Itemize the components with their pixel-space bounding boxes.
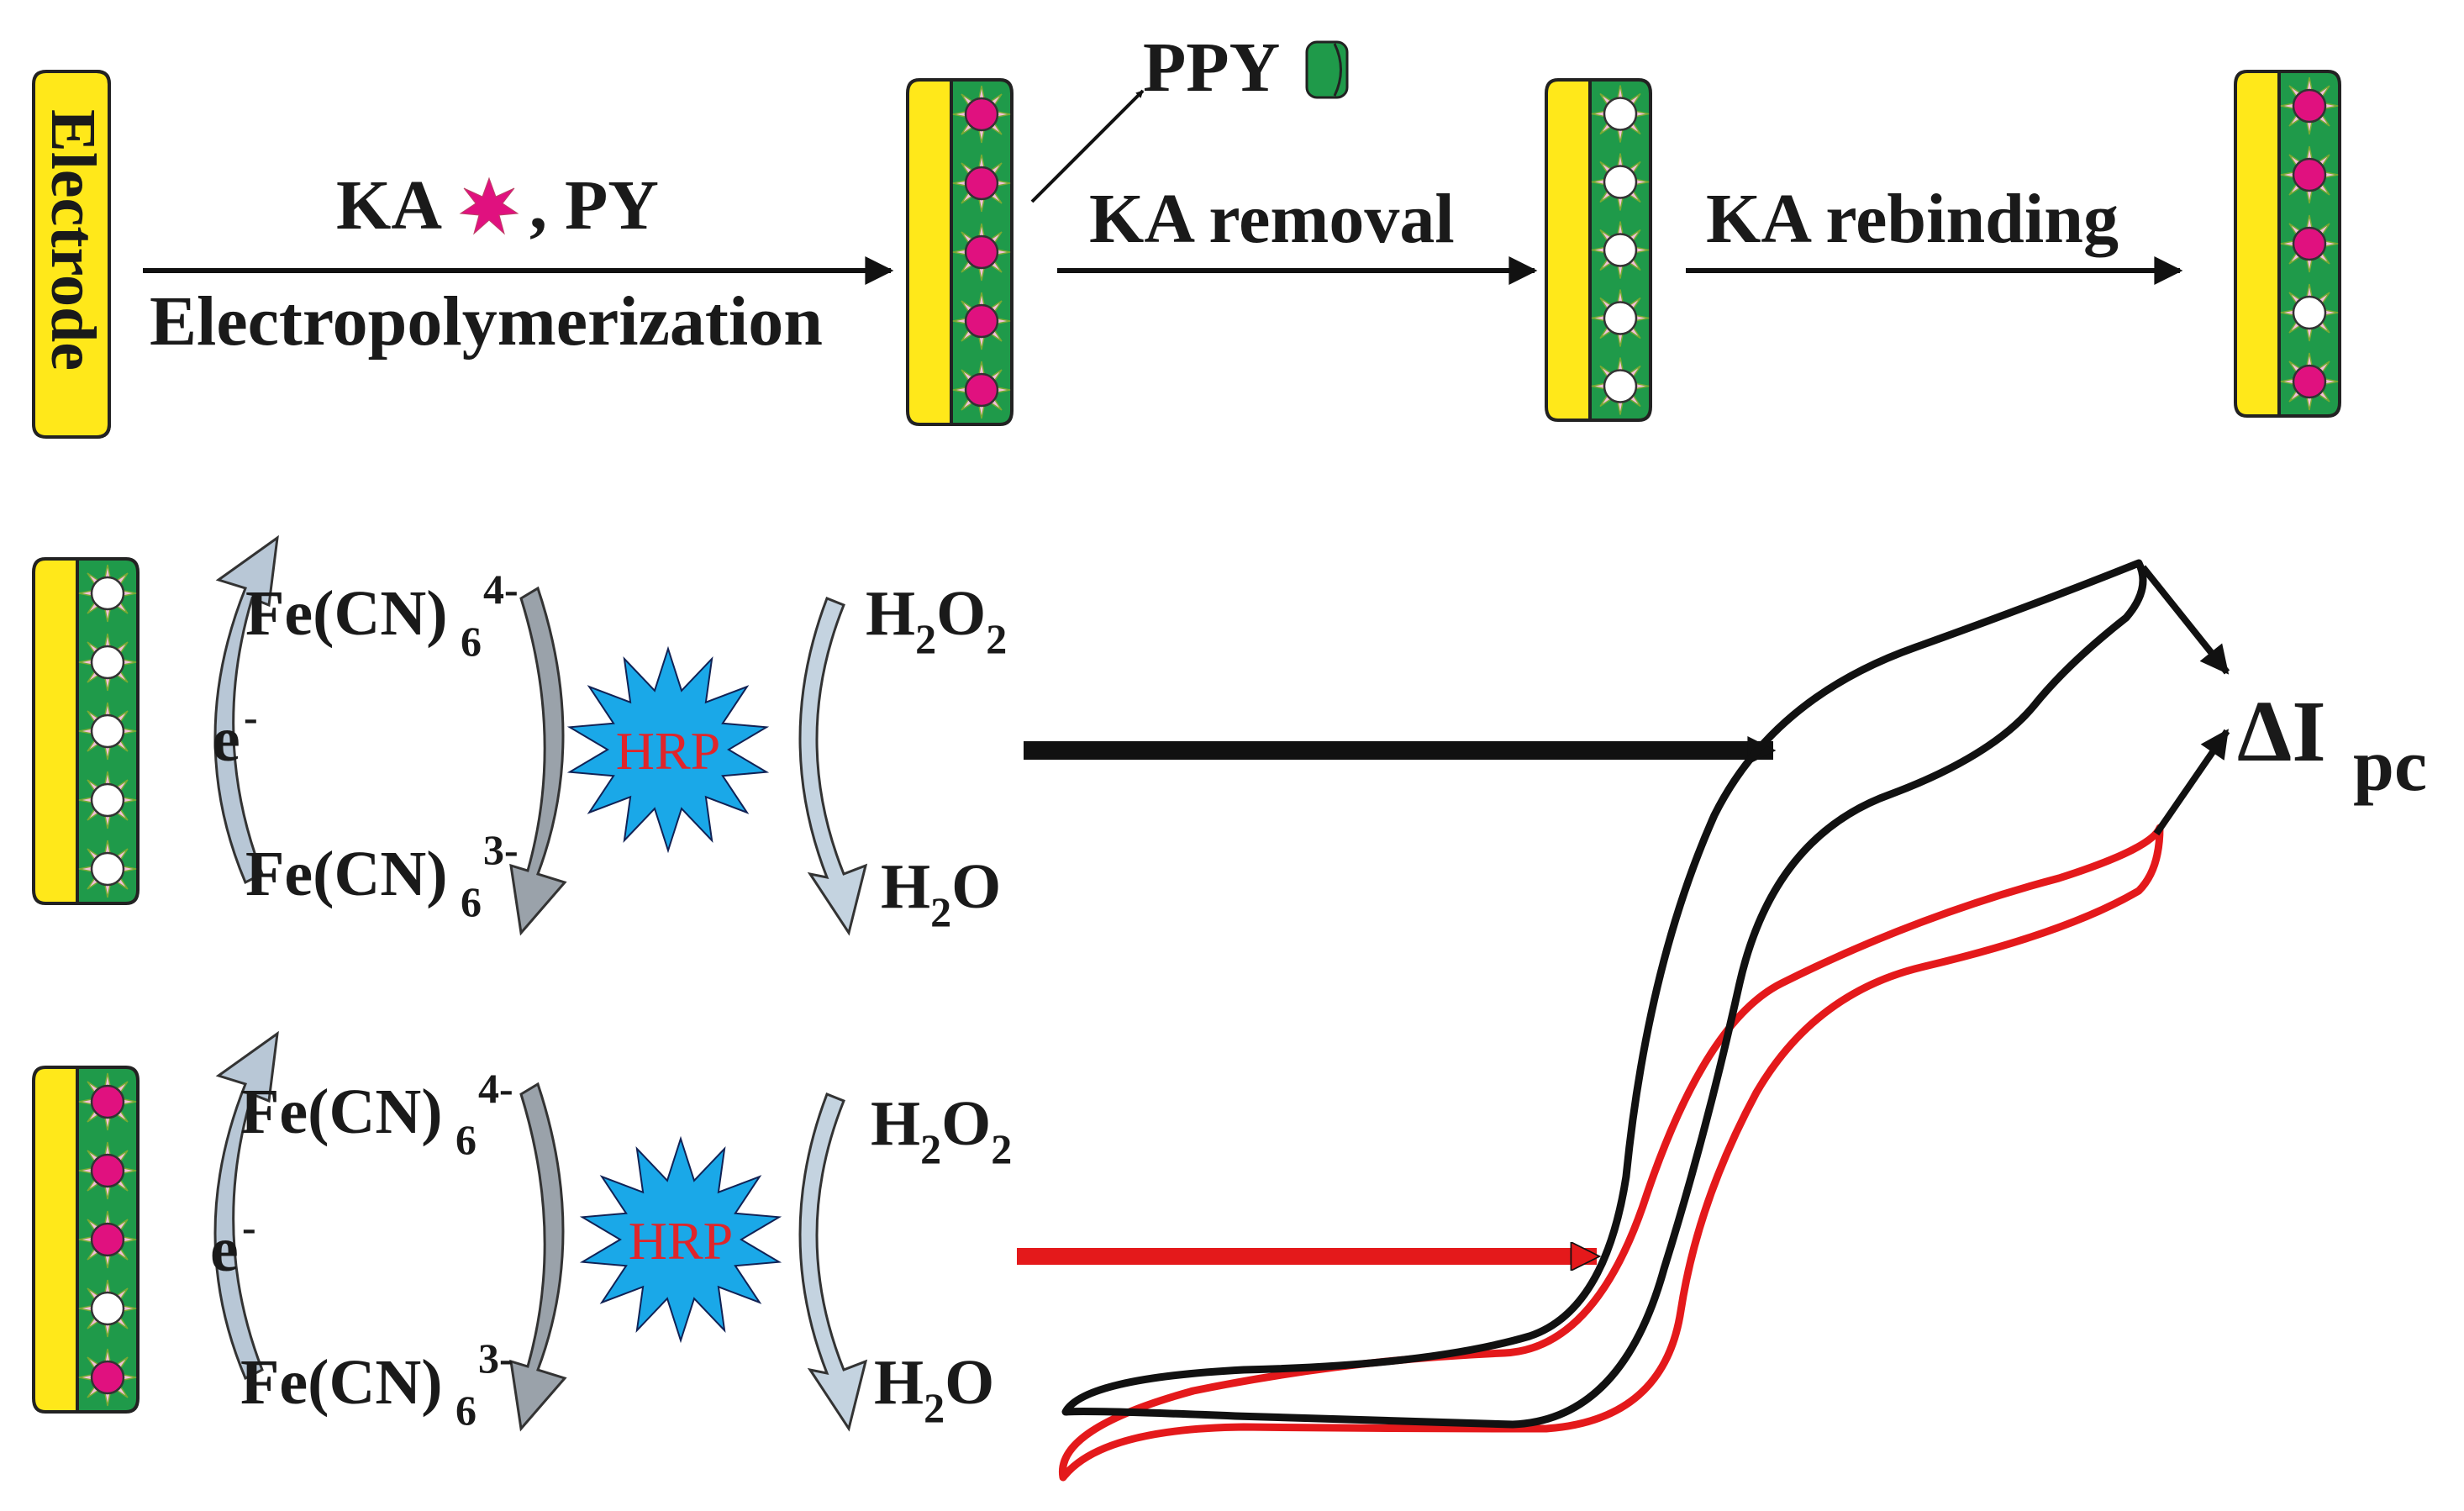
rebound-cv-curve [1058, 824, 2164, 1482]
ka-molecule-icon [459, 176, 519, 235]
electrode-label: Electrode [38, 109, 108, 371]
middle-peroxide-label: H2O2 [866, 578, 1007, 662]
empty-cavity [90, 851, 125, 887]
delta-ipc-subscript: pc [2353, 725, 2427, 807]
electron-cycle-arrows-bottom [213, 1030, 868, 1432]
bottom-ferrocyanide-label: Fe(CN) [240, 1077, 443, 1147]
empty-cavity [1603, 369, 1638, 403]
empty-cavity [1603, 301, 1638, 335]
electrode-layer [906, 78, 953, 426]
middle-electron-sup: - [244, 693, 258, 740]
bottom-ferrocyanide-sup: 4- [478, 1065, 513, 1112]
middle-ferricyanide-sup: 3- [483, 826, 519, 873]
bound-ka-molecule [964, 372, 999, 408]
middle-ferrocyanide-sup: 4- [483, 566, 519, 613]
bound-ka-molecule [964, 234, 999, 270]
delta-arrow-bottom [2153, 729, 2230, 836]
middle-electrode [32, 557, 140, 905]
bound-ka-molecule [90, 1222, 125, 1257]
empty-cavity [90, 713, 125, 749]
bottom-ferricyanide-label: Fe(CN) [240, 1347, 443, 1418]
step1-method-label: Electropolymerization [150, 282, 823, 361]
bound-ka-molecule [90, 1153, 125, 1188]
bottom-hrp-label: HRP [629, 1211, 734, 1271]
electrode-rebound [2234, 70, 2341, 418]
middle-ferrocyanide-sub: 6 [461, 618, 482, 665]
bound-ka-molecule [2292, 88, 2327, 124]
ka-rebinding-label: KA rebinding [1706, 180, 2119, 258]
electrode-layer [2234, 70, 2281, 418]
bottom-water-label: H2O [874, 1347, 994, 1431]
electrode-with-cavities [1545, 78, 1652, 422]
bottom-electron-sup: - [242, 1203, 256, 1250]
bare-electrode: Electrode [32, 70, 111, 439]
middle-electron-label: e [212, 704, 240, 775]
bound-ka-molecule [2292, 364, 2327, 399]
electron-cycle-arrows-middle [213, 534, 868, 936]
bound-ka-molecule [964, 97, 999, 132]
step1-monomer-label: , PY [529, 166, 659, 245]
ppy-icon [1305, 40, 1349, 99]
bound-ka-molecule [964, 303, 999, 339]
ppy-label: PPY [1143, 29, 1280, 107]
bottom-ferricyanide-sup: 3- [478, 1335, 513, 1382]
bottom-electron-label: e [210, 1214, 239, 1285]
bound-ka-molecule [964, 166, 999, 201]
bottom-electrode [32, 1066, 140, 1414]
ppy-pointer [1030, 89, 1145, 203]
middle-ferricyanide-label: Fe(CN) [245, 839, 448, 909]
middle-hrp-label: HRP [616, 721, 721, 781]
ka-removal-label: KA removal [1089, 180, 1455, 258]
step1-template-label: KA [336, 166, 442, 245]
empty-cavity [90, 1291, 125, 1326]
electrode-layer [32, 1066, 79, 1414]
bound-ka-molecule [2292, 226, 2327, 261]
bottom-hrp-burst: HRP [579, 1135, 782, 1344]
delta-arrow-top [2140, 565, 2230, 675]
empty-cavity [1603, 97, 1638, 131]
removed-cv-curve [1061, 559, 2147, 1429]
middle-ferricyanide-sub: 6 [461, 878, 482, 925]
empty-cavity [90, 576, 125, 611]
bottom-ferrocyanide-sub: 6 [455, 1116, 476, 1163]
electrode-layer [1545, 78, 1592, 422]
middle-water-label: H2O [881, 851, 1001, 935]
empty-cavity [1603, 233, 1638, 267]
empty-cavity [90, 782, 125, 818]
middle-ferrocyanide-label: Fe(CN) [245, 578, 448, 649]
empty-cavity [1603, 165, 1638, 199]
bottom-peroxide-label: H2O2 [871, 1088, 1012, 1172]
bound-ka-molecule [90, 1084, 125, 1119]
electrode-with-template [906, 78, 1014, 426]
bottom-ferricyanide-sub: 6 [455, 1387, 476, 1434]
empty-cavity [90, 645, 125, 680]
electrode-layer [32, 557, 79, 905]
middle-hrp-burst: HRP [566, 645, 770, 854]
bound-ka-molecule [90, 1360, 125, 1395]
delta-ipc-label: ΔI [2237, 683, 2326, 780]
empty-cavity [2292, 295, 2327, 330]
bound-ka-molecule [2292, 157, 2327, 192]
